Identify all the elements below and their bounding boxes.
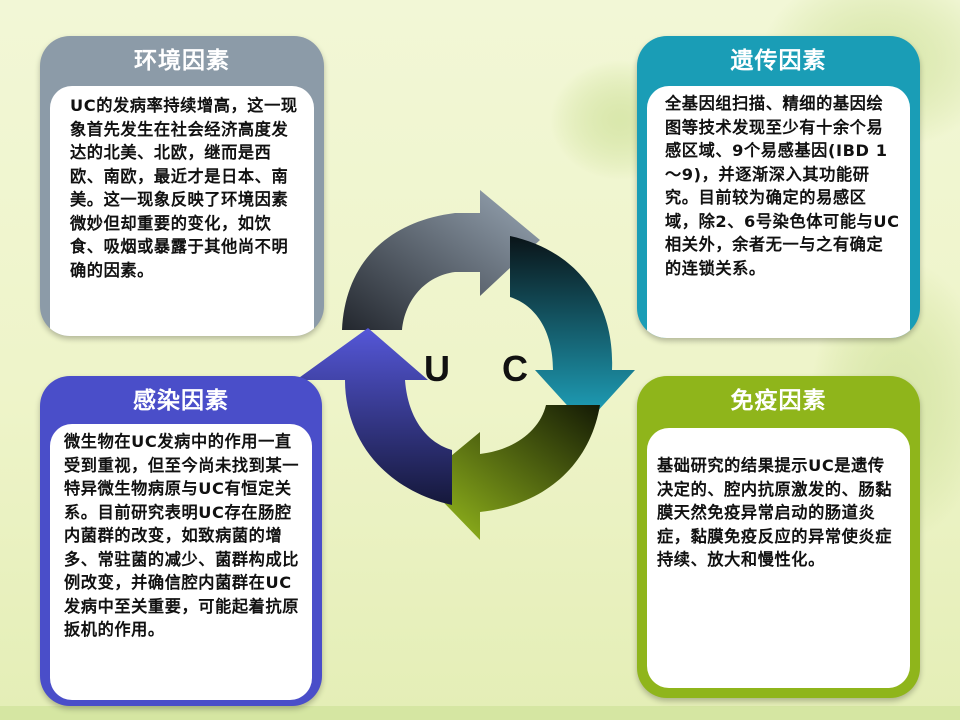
immune-card-body: 基础研究的结果提示UC是遗传决定的、腔内抗原激发的、肠黏膜天然免疫异常启动的肠道… bbox=[647, 428, 910, 688]
infection-card-body: 微生物在UC发病中的作用一直受到重视，但至今尚未找到某一特异微生物病原与UC有恒… bbox=[50, 424, 312, 700]
genetic-card: 遗传因素 全基因组扫描、精细的基因绘图等技术发现至少有十余个易感区域、9个易感基… bbox=[637, 36, 920, 338]
cycle-arrow-immune bbox=[422, 405, 600, 540]
genetic-card-title: 遗传因素 bbox=[730, 48, 827, 74]
cycle-arrow-genetic bbox=[510, 236, 635, 425]
genetic-card-body: 全基因组扫描、精细的基因绘图等技术发现至少有十余个易感区域、9个易感基因(IBD… bbox=[647, 86, 910, 338]
center-letter-u: U bbox=[424, 348, 450, 389]
immune-card: 免疫因素 基础研究的结果提示UC是遗传决定的、腔内抗原激发的、肠黏膜天然免疫异常… bbox=[637, 376, 920, 698]
cycle-arrow-infection bbox=[296, 328, 452, 505]
cycle-arrow-environment bbox=[342, 190, 540, 330]
environment-card: 环境因素 UC的发病率持续增高，这一现象首先发生在社会经济高度发达的北美、北欧，… bbox=[40, 36, 324, 336]
immune-card-title: 免疫因素 bbox=[730, 388, 827, 414]
environment-card-body: UC的发病率持续增高，这一现象首先发生在社会经济高度发达的北美、北欧，继而是西欧… bbox=[50, 86, 314, 336]
infection-card-title: 感染因素 bbox=[133, 388, 229, 414]
environment-card-title: 环境因素 bbox=[134, 48, 230, 74]
infection-card: 感染因素 微生物在UC发病中的作用一直受到重视，但至今尚未找到某一特异微生物病原… bbox=[40, 376, 322, 706]
center-letter-c: C bbox=[502, 348, 528, 389]
